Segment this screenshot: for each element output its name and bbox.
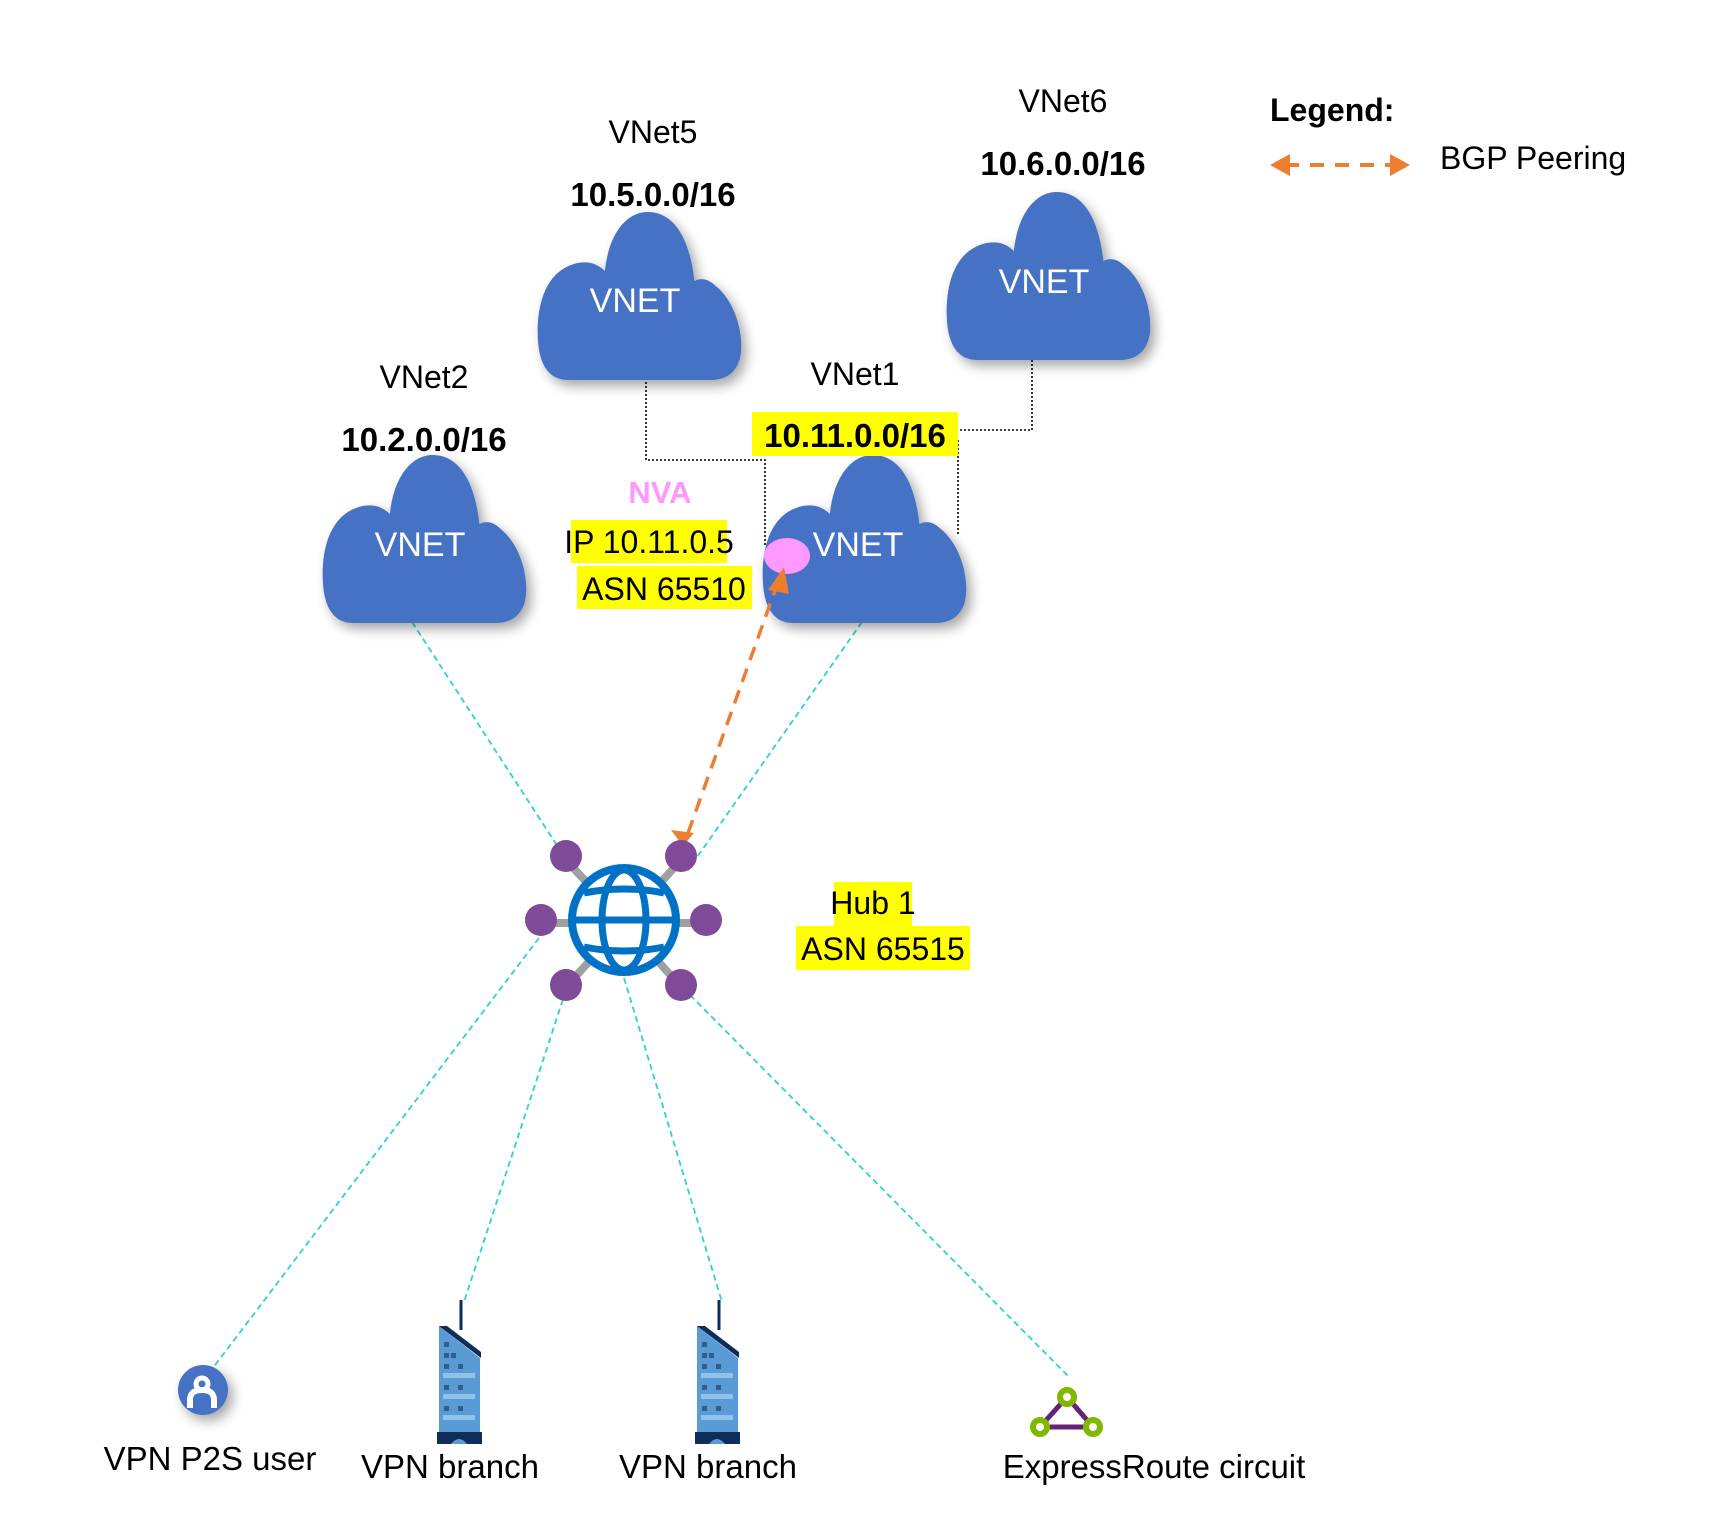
legend-title: Legend: [1270,92,1394,128]
nva-ip: IP 10.11.0.5 [564,524,734,560]
peering-vnet6-vnet1 [958,328,1033,431]
connection-lines [199,621,1071,1386]
vnet-peering-lines [645,328,1033,545]
hub-asn-highlight [796,926,970,970]
legend-bgp-label: BGP Peering [1440,140,1626,176]
vnet5-name: VNet5 [609,114,698,150]
vnet1-cloud-label: VNET [813,526,904,564]
branch2-label: VPN branch [619,1448,797,1485]
building-icon[interactable] [437,1300,482,1444]
connection-hub-p2s [199,929,546,1386]
nva-title: NVA [628,475,691,510]
vpn-user-icon[interactable] [178,1365,228,1415]
hub-name-highlight [834,882,912,926]
connection-vnet2-hub [411,621,561,851]
vnet6-cloud-label: VNET [999,263,1090,301]
connection-hub-branch2 [623,977,723,1303]
vnet1-cidr: 10.11.0.0/16 [764,417,946,454]
connection-hub-branch1 [463,989,567,1303]
building-icon[interactable] [695,1300,740,1444]
expressroute-icon[interactable] [1030,1387,1103,1437]
nva-asn-highlight [577,566,752,609]
bgp-arrowhead-bottom [671,830,694,846]
vnet2-cidr: 10.2.0.0/16 [341,421,506,458]
vnet2-cloud-label: VNET [375,526,466,564]
vnet5-cidr: 10.5.0.0/16 [570,176,735,213]
vnet2-name: VNet2 [380,359,469,395]
hub-asn: ASN 65515 [801,931,965,967]
er-label: ExpressRoute circuit [1003,1448,1306,1485]
vnet6-name: VNet6 [1019,83,1108,119]
bgp-peering-arrow [671,567,789,846]
vnet1-cidr-highlight [752,412,958,456]
vnet5-cloud-label: VNET [590,282,681,320]
globe-hub-icon[interactable] [525,840,722,1001]
branch1-label: VPN branch [361,1448,539,1485]
peering-vnet5-vnet1 [645,378,766,545]
legend: Legend: BGP Peering [1270,92,1626,176]
nva-appliance-dot[interactable] [764,538,810,574]
bgp-arrowhead-top [768,567,789,594]
vnet6-cidr: 10.6.0.0/16 [980,145,1145,182]
p2s-label: VPN P2S user [104,1440,317,1477]
hub-name: Hub 1 [830,885,915,921]
bgp-legend-arrow-icon [1270,154,1410,176]
nva-ip-highlight [571,520,727,563]
connection-hub-er [689,994,1071,1379]
vnet1-name: VNet1 [811,356,900,392]
nva-asn: ASN 65510 [582,571,746,607]
connection-vnet1-hub [687,621,863,871]
